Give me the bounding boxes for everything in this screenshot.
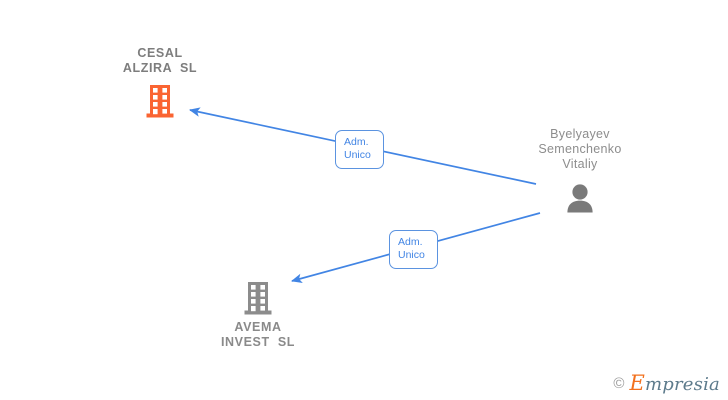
node-label-person: Byelyayev Semenchenko Vitaliy <box>538 127 622 171</box>
node-label-avema: AVEMA INVEST SL <box>220 320 296 349</box>
node-label-cesal: CESAL ALZIRA SL <box>122 46 198 75</box>
edge-label-adm-unico-avema[interactable]: Adm. Unico <box>389 230 438 269</box>
copyright-icon: © <box>613 375 625 392</box>
node-person-byelyayev[interactable]: Byelyayev Semenchenko Vitaliy <box>500 127 660 213</box>
building-icon[interactable] <box>146 84 174 118</box>
building-icon[interactable] <box>244 281 272 315</box>
brand-rest: mpresia <box>645 374 720 395</box>
node-cesal-alzira-sl[interactable]: CESAL ALZIRA SL <box>80 46 240 118</box>
brand-wordmark: Empresia <box>629 373 720 394</box>
person-icon[interactable] <box>563 183 597 213</box>
edge-label-adm-unico-cesal[interactable]: Adm. Unico <box>335 130 384 169</box>
brand-initial: E <box>629 371 646 395</box>
node-avema-invest-sl[interactable]: AVEMA INVEST SL <box>178 281 338 350</box>
watermark-empresia: © Empresia <box>613 373 720 394</box>
